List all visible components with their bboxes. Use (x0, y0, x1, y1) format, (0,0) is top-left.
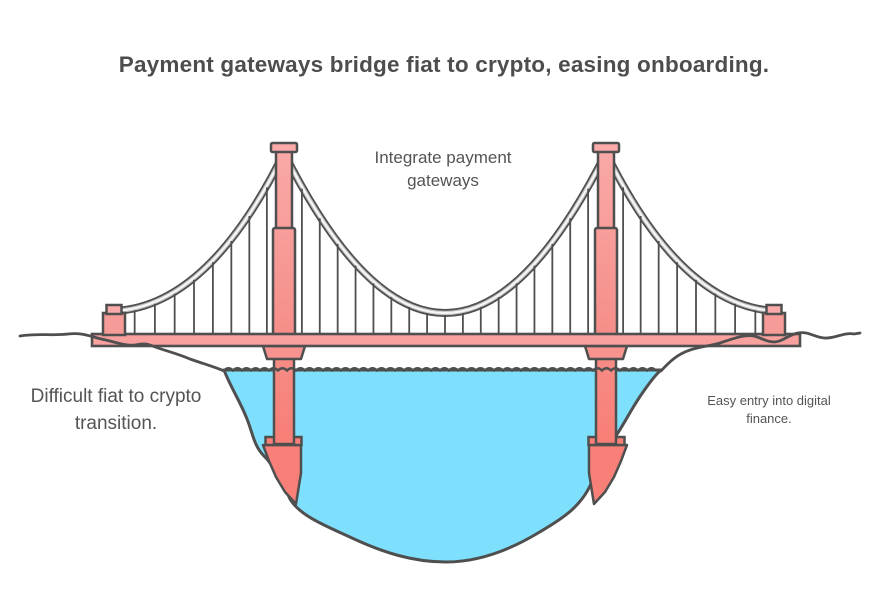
side-cable-right (602, 149, 780, 315)
label-easy-entry: Easy entry into digital finance. (707, 393, 831, 426)
shoreline (18, 331, 862, 373)
left-pier-footing (261, 435, 303, 506)
bridge-deck (90, 332, 802, 348)
label-integrate-gateways: Integrate payment gateways (374, 148, 512, 190)
shoreline-right (659, 331, 862, 373)
right-anchor-post (761, 303, 787, 337)
label-difficult-transition: Difficult fiat to crypto transition. (30, 386, 202, 434)
page-title: Payment gateways bridge fiat to crypto, … (118, 52, 770, 77)
side-cable-left (110, 149, 288, 315)
left-tower (269, 141, 299, 338)
suspension-cables (110, 149, 780, 317)
shoreline-left (18, 332, 226, 373)
right-pier-footing (587, 435, 629, 506)
main-cable (280, 149, 610, 317)
water-basin (222, 368, 663, 564)
right-tower (591, 141, 621, 338)
suspender-cables (133, 187, 757, 335)
water-surface-wave (222, 367, 658, 373)
left-anchor-post (101, 303, 127, 337)
